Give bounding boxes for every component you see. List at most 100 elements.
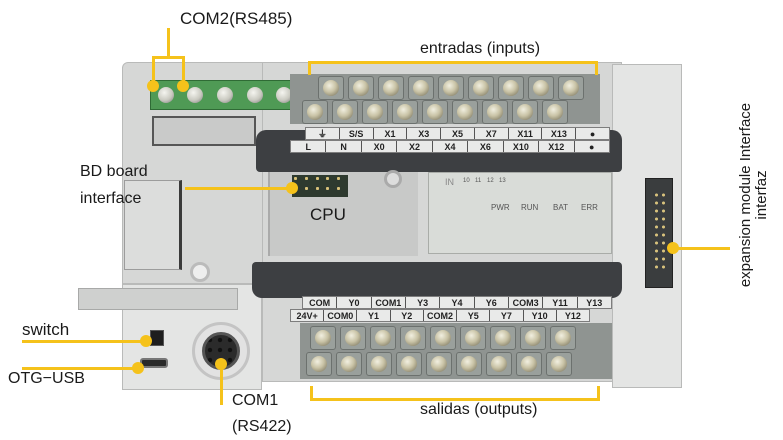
inputs-label: entradas (inputs) <box>420 40 541 57</box>
switch-label: switch <box>22 320 70 339</box>
inputs-bracket-top <box>308 61 598 64</box>
input-tag: ● <box>589 142 595 152</box>
output-tag: COM2 <box>424 310 458 321</box>
input-tag: X7 <box>475 128 509 139</box>
in-led-label: 12 <box>487 178 494 184</box>
cpu-label: CPU <box>310 205 346 224</box>
output-tag: 24V+ <box>291 310 325 321</box>
input-tag: X13 <box>542 128 577 139</box>
output-tag: Y10 <box>524 310 557 321</box>
com2-bracket-right <box>182 56 185 82</box>
mounting-hole <box>384 170 402 188</box>
com2-recess <box>152 116 256 146</box>
input-tag: X12 <box>539 141 575 152</box>
com2-leader-vertical <box>167 28 170 58</box>
com2-bracket-left <box>152 56 155 82</box>
input-tag: X11 <box>509 128 543 139</box>
input-tag: N <box>326 141 362 152</box>
input-screw-row-top <box>318 76 584 100</box>
outputs-label: salidas (outputs) <box>420 401 538 418</box>
output-tag: Y5 <box>457 310 491 321</box>
output-tag: Y11 <box>543 297 578 308</box>
input-tag: ⏚ <box>306 128 340 139</box>
led-pwr: PWR <box>491 203 510 212</box>
outputs-bracket-right <box>597 386 600 400</box>
led-bat: BAT <box>553 203 568 212</box>
bd-board-dot <box>286 182 298 194</box>
com1-label-line2: (RS422) <box>232 418 292 435</box>
com1-dot <box>215 358 227 370</box>
led-run: RUN <box>521 203 539 212</box>
status-led-panel: IN 10 11 12 13 PWR RUN BAT ERR <box>428 172 612 254</box>
in-led-label: 13 <box>499 178 506 184</box>
outputs-bracket-bottom <box>310 398 600 401</box>
otg-usb-label: OTG−USB <box>8 370 85 387</box>
bd-board-cover <box>124 180 182 270</box>
com2-pin1-dot <box>147 80 159 92</box>
output-tag: COM0 <box>324 310 358 321</box>
port-flap <box>78 288 238 310</box>
output-screw-row-bottom <box>306 352 572 376</box>
input-labels-top: ⏚ S/S X1 X3 X5 X7 X11 X13 ● <box>305 127 610 140</box>
cpu-pin-header <box>292 175 348 197</box>
com2-bracket-top <box>152 56 185 59</box>
input-tag: X4 <box>433 141 469 152</box>
output-tag: COM <box>303 297 338 308</box>
input-tag: X5 <box>441 128 475 139</box>
led-err: ERR <box>581 203 598 212</box>
in-label: IN <box>445 177 454 187</box>
output-tag: Y6 <box>475 297 509 308</box>
expansion-leader <box>676 247 730 250</box>
terminal-screw <box>276 87 293 103</box>
terminal-screw <box>246 87 263 103</box>
com1-label-line1: COM1 <box>232 392 279 409</box>
input-tag: X1 <box>374 128 408 139</box>
terminal-screw <box>157 87 174 103</box>
output-tag: Y13 <box>586 298 603 308</box>
input-screw-row-bottom <box>302 100 568 124</box>
com2-pin2-dot <box>177 80 189 92</box>
input-tag: X3 <box>407 128 442 139</box>
terminal-screw <box>216 87 233 103</box>
switch-leader <box>22 340 146 343</box>
output-labels-top: COM Y0 COM1 Y3 Y4 Y6 COM3 Y11 Y13 <box>302 296 612 309</box>
expansion-label-line2: interfaz <box>753 170 770 220</box>
bd-board-leader <box>185 187 293 190</box>
inputs-bracket-left <box>308 61 311 75</box>
expansion-dot <box>667 242 679 254</box>
input-tag: X10 <box>504 141 540 152</box>
input-tag: X2 <box>397 141 433 152</box>
com2-label: COM2(RS485) <box>180 9 293 28</box>
output-screw-row-top <box>310 326 576 350</box>
output-tag: COM3 <box>509 297 544 308</box>
input-tag: L <box>291 141 327 152</box>
input-tag: X0 <box>362 141 398 152</box>
input-tag: S/S <box>340 128 374 139</box>
bd-board-label-line1: BD board <box>80 163 148 180</box>
output-tag: Y1 <box>357 310 391 321</box>
output-tag: COM1 <box>372 297 406 308</box>
input-labels-bottom: L N X0 X2 X4 X6 X10 X12 ● <box>290 140 610 153</box>
expansion-connector <box>645 178 673 288</box>
input-tag: X6 <box>468 141 504 152</box>
output-tag: Y12 <box>564 311 581 321</box>
outputs-bracket-left <box>310 386 313 400</box>
inputs-bracket-right <box>595 61 598 75</box>
terminal-screw <box>187 87 204 103</box>
in-led-label: 10 <box>463 178 470 184</box>
mounting-hole <box>190 262 210 282</box>
switch-dot <box>140 335 152 347</box>
expansion-label-line1: expansion module Interface <box>737 102 754 288</box>
com1-leader <box>220 363 223 405</box>
input-tag: ● <box>589 129 596 139</box>
in-led-label: 11 <box>475 178 482 184</box>
com2-terminal-block <box>150 80 300 110</box>
bd-board-label-line2: interface <box>80 190 142 207</box>
otg-usb-leader <box>22 367 138 370</box>
output-tag: Y7 <box>490 310 524 321</box>
output-tag: Y4 <box>440 297 475 308</box>
otg-usb-dot <box>132 362 144 374</box>
output-labels-bottom: 24V+ COM0 Y1 Y2 COM2 Y5 Y7 Y10 Y12 <box>290 309 590 322</box>
output-terminal-cover <box>252 262 622 298</box>
output-tag: Y2 <box>391 310 424 321</box>
